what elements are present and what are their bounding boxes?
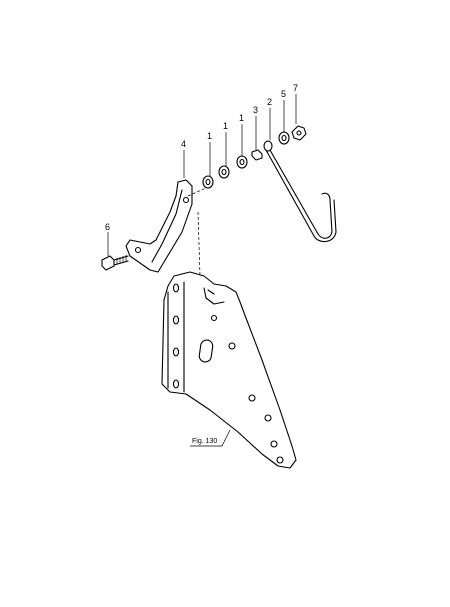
callout-1a: 1 bbox=[207, 131, 212, 141]
figure-leader-line bbox=[190, 429, 231, 447]
spacer-part-3 bbox=[251, 149, 263, 161]
assembly-guide-line bbox=[197, 211, 201, 277]
spring-rod-part-2 bbox=[263, 140, 337, 243]
callout-1b: 1 bbox=[223, 121, 228, 131]
callout-1c: 1 bbox=[239, 113, 244, 123]
callout-3: 3 bbox=[253, 105, 258, 115]
callout-2: 2 bbox=[267, 97, 272, 107]
washer-part-1a bbox=[202, 175, 214, 189]
main-plate bbox=[161, 271, 297, 469]
stud-axis-line bbox=[187, 187, 207, 197]
callout-4: 4 bbox=[181, 139, 186, 149]
washer-part-1b bbox=[218, 165, 230, 179]
nut-part-7 bbox=[291, 125, 307, 141]
bracket-part-4 bbox=[125, 179, 193, 273]
leader-lines bbox=[107, 94, 297, 256]
callout-6: 6 bbox=[105, 222, 110, 232]
figure-reference-label: Fig. 130 bbox=[192, 438, 217, 445]
bolt-part-6 bbox=[101, 255, 129, 271]
callout-5: 5 bbox=[281, 89, 286, 99]
washer-part-5 bbox=[278, 131, 290, 145]
washer-part-1c bbox=[236, 155, 248, 169]
callout-7: 7 bbox=[293, 83, 298, 93]
